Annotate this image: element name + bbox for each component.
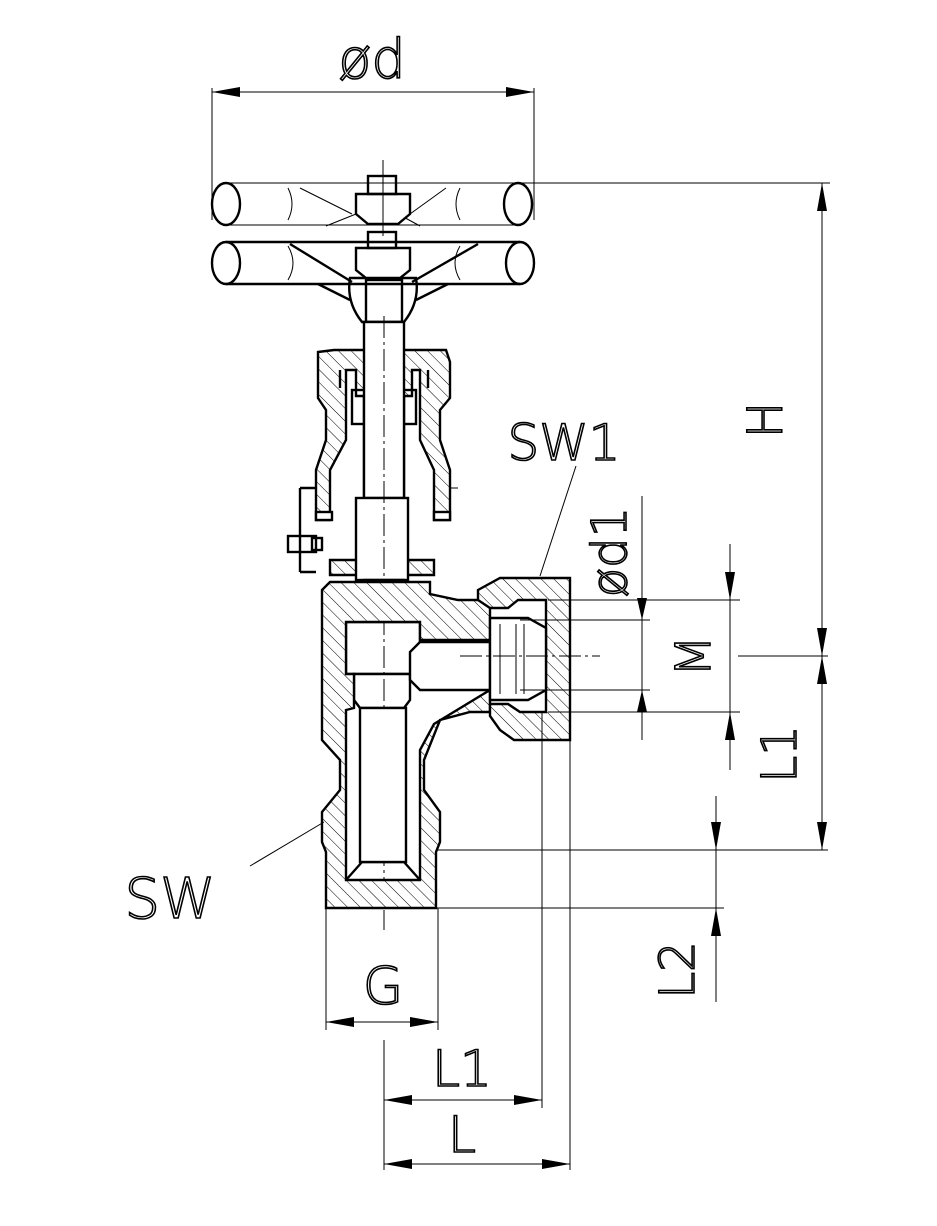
label-sw1: SW1 <box>508 414 621 472</box>
dimension-h <box>817 183 827 850</box>
handwheel-upper <box>210 160 534 236</box>
label-g: G <box>363 957 403 1017</box>
dimension-od <box>212 87 534 97</box>
dimension-od1 <box>637 598 647 712</box>
leader-lines <box>249 465 577 867</box>
label-l2: L2 <box>650 941 706 998</box>
dimension-l <box>384 1159 570 1169</box>
label-l1-bottom: L1 <box>432 1040 492 1098</box>
label-od: ød <box>338 28 405 91</box>
dimension-l1-bottom <box>384 1095 542 1105</box>
label-m: M <box>666 635 722 676</box>
label-h: H <box>738 402 794 438</box>
label-od1: ød1 <box>582 507 638 597</box>
outlet-union <box>460 576 600 742</box>
label-sw: SW <box>125 867 216 932</box>
dimension-l2 <box>711 822 721 936</box>
handwheel-lower <box>210 230 536 324</box>
dimension-m <box>725 572 735 740</box>
label-l: L <box>448 1106 476 1164</box>
lock-clip <box>286 486 458 574</box>
label-l1-right: L1 <box>752 725 808 782</box>
dimension-g <box>326 1017 438 1027</box>
valve-body <box>320 580 492 910</box>
